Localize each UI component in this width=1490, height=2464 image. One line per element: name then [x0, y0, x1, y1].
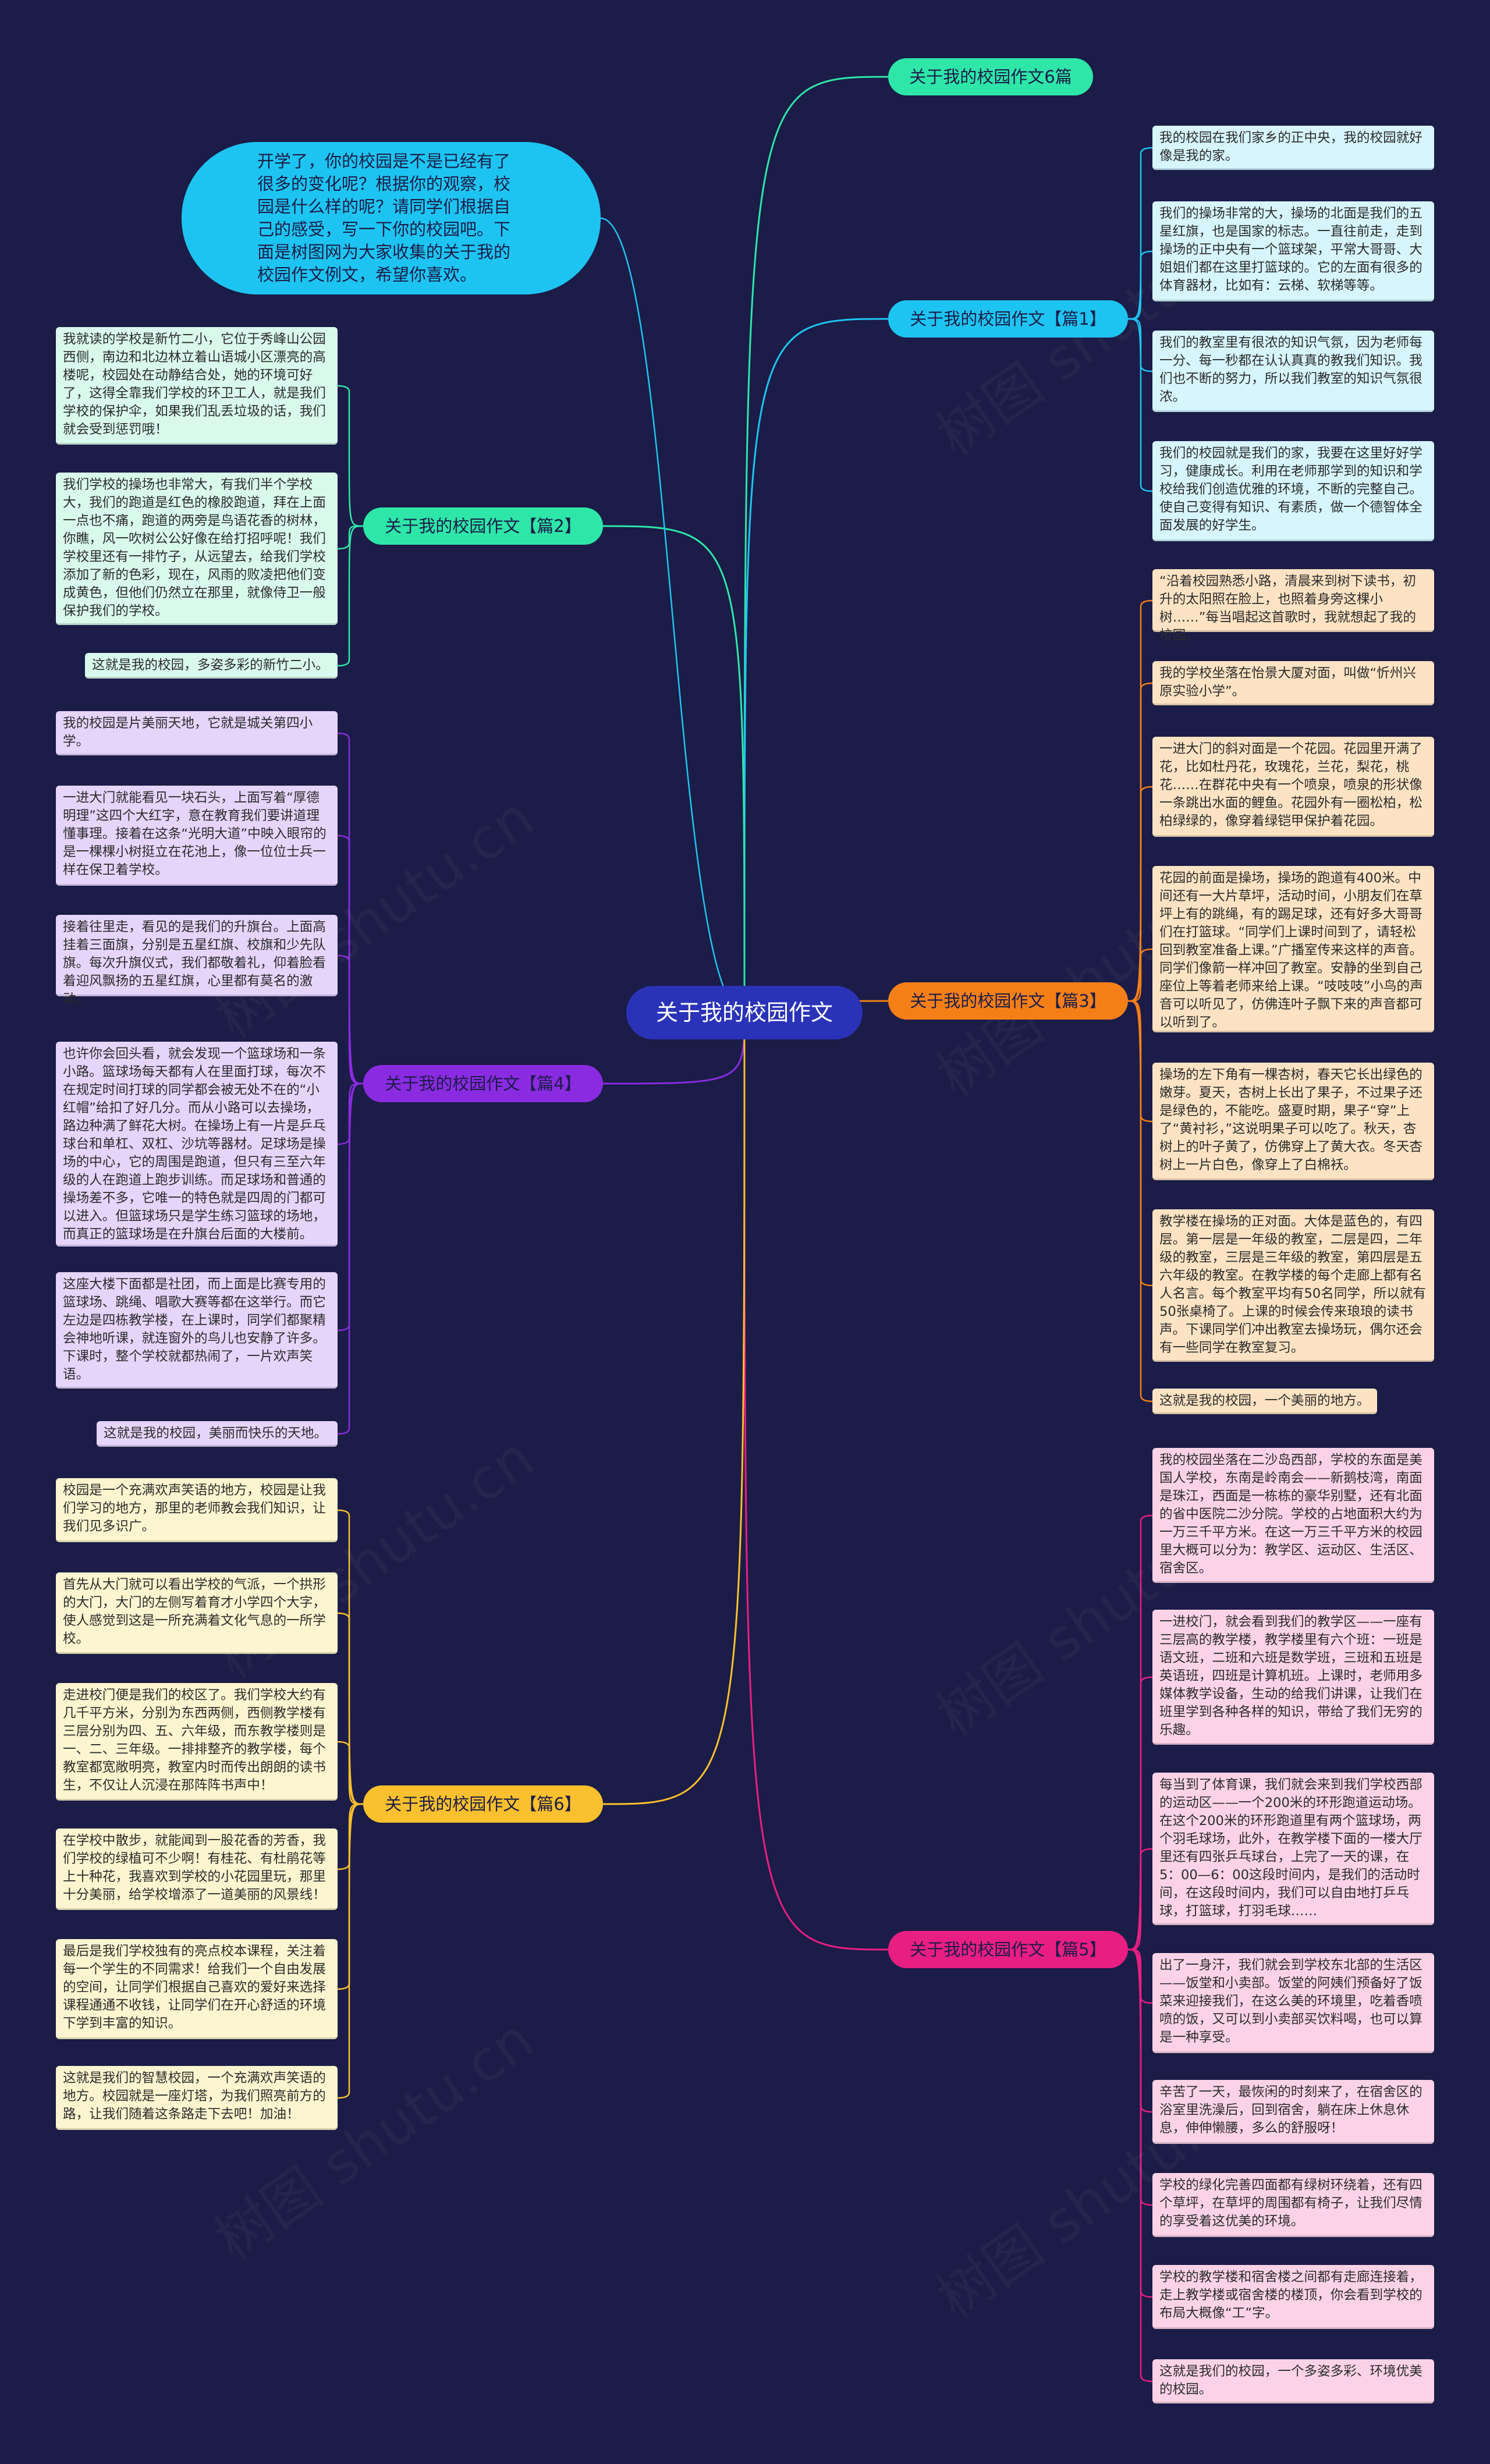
branch-leaf-link [337, 1612, 364, 1805]
leaf-note: 在学校中散步，就能闻到一股花香的芳香，我们学校的绿植可不少啊！有桂花、有杜鹃花等… [56, 1829, 338, 1910]
branch-leaf-link [1127, 786, 1153, 1002]
branch-leaf-link [337, 385, 364, 527]
branch-leaf-link [337, 1509, 364, 1805]
branch-leaf-link [337, 835, 364, 1085]
leaf-note: 这就是我的校园，一个美丽的地方。 [1152, 1389, 1377, 1414]
leaf-note: 接着往里走，看见的是我们的升旗台。上面高挂着三面旗，分别是五星红旗、校旗和少先队… [56, 915, 338, 1007]
leaf-note: 一进大门就能看见一块石头，上面写着“厚德明理”这四个大红字，意在教育我们要讲道理… [56, 786, 338, 886]
branch-leaf-link [337, 954, 364, 1085]
branch-leaf-link [1127, 147, 1153, 320]
leaf-note: 最后是我们学校独有的亮点校本课程，关注着每一个学生的不同需求！给我们一个自由发展… [56, 1939, 338, 2039]
root-branch-link [602, 1012, 746, 1805]
leaf-note: 出了一身汗，我们就会到学校东北部的生活区——饭堂和小卖部。饭堂的阿姨们预备好了饭… [1152, 1953, 1434, 2053]
branch-leaf-link [337, 1741, 364, 1805]
root-branch-link [743, 318, 889, 1013]
leaf-note: 这就是我的校园，多姿多彩的新竹二小。 [85, 653, 338, 679]
branch-leaf-link [337, 1082, 364, 1435]
leaf-note: 这座大楼下面都是社团，而上面是比赛专用的篮球场、跳绳、唱歌大赛等都在这举行。而它… [56, 1272, 338, 1389]
root-branch-link [743, 76, 889, 1013]
leaf-note: 这就是我们的智慧校园，一个充满欢声笑语的地方。校园就是一座灯塔，为我们照亮前方的… [56, 2066, 338, 2130]
leaf-note: 一进校门，就会看到我们的教学区——一座有三层高的教学楼，教学楼里有六个班：一班是… [1152, 1610, 1434, 1745]
leaf-note: 我就读的学校是新竹二小，它位于秀峰山公园西侧，南边和北边林立着山语城小区漂亮的高… [56, 327, 338, 445]
leaf-note: 花园的前面是操场，操场的跑道有400米。中间还有一大片草坪，活动时间，小朋友们在… [1152, 866, 1434, 1032]
leaf-note: 这就是我的校园，美丽而快乐的天地。 [97, 1421, 338, 1447]
leaf-note: 一进大门的斜对面是一个花园。花园里开满了花，比如杜丹花，玫瑰花，兰花，梨花，桃花… [1152, 737, 1434, 837]
leaf-note: 首先从大门就可以看出学校的气派，一个拱形的大门，大门的左侧写着育才小学四个大字，… [56, 1572, 338, 1654]
leaf-note: 这就是我们的校园，一个多姿多彩、环境优美的校园。 [1152, 2359, 1434, 2403]
root-intro-link [600, 217, 745, 1014]
branch-topic[interactable]: 关于我的校园作文【篇5】 [888, 1931, 1128, 1968]
leaf-note: 我们的教室里有很浓的知识气氛，因为老师每一分、每一秒都在认认真真的教我们知识。我… [1152, 331, 1434, 412]
branch-topic[interactable]: 关于我的校园作文【篇6】 [363, 1785, 603, 1823]
leaf-note: 操场的左下角有一棵杏树，春天它长出绿色的嫩芽。夏天，杏树上长出了果子，不过果子还… [1152, 1063, 1434, 1180]
leaf-note: 学校的绿化完善四面都有绿树环绕着，还有四个草坪，在草坪的周围都有椅子，让我们尽情… [1152, 2173, 1434, 2237]
leaf-note: 我们学校的操场也非常大，有我们半个学校大，我们的跑道是红色的橡胶跑道，拜在上面一… [56, 473, 338, 625]
branch-leaf-link [1127, 948, 1153, 1002]
root-branch-link [602, 525, 746, 1013]
leaf-note: 我的校园是片美丽天地，它就是城关第四小学。 [56, 711, 338, 755]
branch-topic[interactable]: 关于我的校园作文6篇 [888, 58, 1093, 95]
branch-topic[interactable]: 关于我的校园作文【篇4】 [363, 1065, 603, 1102]
leaf-note: 我们的操场非常的大，操场的北面是我们的五星红旗，也是国家的标志。一直往前走，走到… [1152, 201, 1434, 301]
leaf-note: 教学楼在操场的正对面。大体是蓝色的，有四层。第一层是一年级的教室，二层是四，二年… [1152, 1209, 1434, 1362]
leaf-note: 我的校园坐落在二沙岛西部，学校的东面是美国人学校，东南是岭南会——新鹅枝湾，南面… [1152, 1448, 1434, 1583]
branch-leaf-link [337, 732, 364, 1085]
branch-leaf-link [1127, 250, 1153, 320]
root-topic[interactable]: 关于我的校园作文 [626, 986, 863, 1039]
branch-leaf-link [1127, 318, 1153, 492]
branch-topic[interactable]: 关于我的校园作文【篇1】 [888, 300, 1128, 338]
branch-leaf-link [337, 525, 364, 667]
branch-leaf-link [337, 1803, 364, 2099]
leaf-note: “沿着校园熟悉小路，清晨来到树下读书，初升的太阳照在脸上，也照着身旁这棵小树……… [1152, 569, 1434, 643]
branch-leaf-link [337, 525, 364, 550]
leaf-note: 学校的教学楼和宿舍楼之间都有走廊连接着，走上教学楼或宿舍楼的楼顶，你会看到学校的… [1152, 2265, 1434, 2329]
leaf-note: 我们的校园就是我们的家，我要在这里好好学习，健康成长。利用在老师那学到的知识和学… [1152, 441, 1434, 541]
branch-leaf-link [1127, 1948, 1153, 2383]
branch-topic[interactable]: 关于我的校园作文【篇3】 [888, 982, 1128, 1020]
root-branch-link [743, 1012, 889, 1951]
branch-leaf-link [337, 1082, 364, 1145]
leaf-note: 校园是一个充满欢声笑语的地方，校园是让我们学习的地方，那里的老师教会我们知识，让… [56, 1478, 338, 1542]
intro-bubble: 开学了，你的校园是不是已经有了很多的变化呢？根据你的观察，校园是什么样的呢？请同… [182, 142, 601, 294]
leaf-note: 每当到了体育课，我们就会来到我们学校西部的运动区——一个200米的环形跑道运动场… [1152, 1773, 1434, 1925]
leaf-note: 走进校门便是我们的校区了。我们学校大约有几千平方米，分别为东西两侧，西侧教学楼有… [56, 1683, 338, 1801]
branch-topic[interactable]: 关于我的校园作文【篇2】 [363, 507, 603, 545]
branch-leaf-link [1127, 1000, 1153, 1403]
leaf-note: 我的校园在我们家乡的正中央，我的校园就好像是我的家。 [1152, 126, 1434, 170]
branch-leaf-link [1127, 1848, 1153, 1951]
leaf-note: 也许你会回头看，就会发现一个篮球场和一条小路。篮球场每天都有人在里面打球，每次不… [56, 1042, 338, 1247]
leaf-note: 我的学校坐落在怡景大厦对面，叫做“忻州兴原实验小学”。 [1152, 661, 1434, 705]
leaf-note: 辛苦了一天，最恢闲的时刻来了，在宿舍区的浴室里洗澡后，回到宿舍，躺在床上休息休息… [1152, 2080, 1434, 2144]
